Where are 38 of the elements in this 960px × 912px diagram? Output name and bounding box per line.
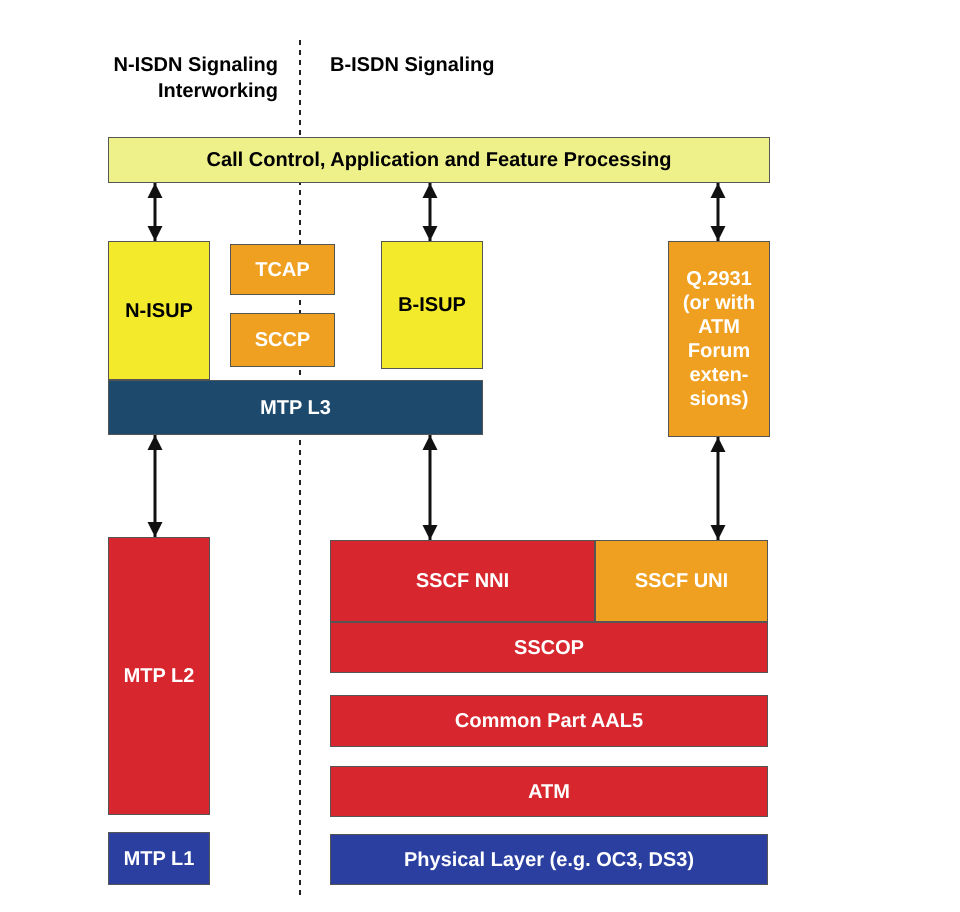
- box-label: N-ISUP: [124, 298, 194, 324]
- layer-bar: [108, 380, 483, 435]
- protocol-box: [595, 540, 768, 622]
- column-heading: N-ISDN Signaling Interworking: [112, 53, 278, 104]
- protocol-box: [230, 313, 335, 367]
- double-arrow: [710, 437, 726, 540]
- box-label: B-ISUP: [397, 293, 467, 318]
- box-label: MTP L2: [122, 664, 196, 689]
- double-arrow: [148, 435, 162, 537]
- double-arrow: [422, 435, 438, 540]
- layer-bar: [330, 834, 768, 885]
- double-arrow: [710, 183, 726, 241]
- protocol-box: [330, 540, 595, 622]
- protocol-box: [668, 241, 770, 437]
- box-label: Q.2931 (or with ATM Forum exten- sions): [682, 267, 756, 412]
- protocol-box: [108, 537, 210, 815]
- protocol-box: [381, 241, 483, 369]
- protocol-box: [230, 244, 335, 295]
- layer-bar: [108, 137, 770, 183]
- column-heading: B-ISDN Signaling: [330, 53, 496, 78]
- box-label: MTP L1: [122, 846, 196, 872]
- layer-bar: [330, 622, 768, 673]
- layer-bar: [330, 695, 768, 747]
- box-label: Call Control, Application and Feature Processing: [206, 148, 672, 173]
- box-label: SSCF NNI: [414, 569, 510, 594]
- box-label: SSCF UNI: [634, 569, 730, 594]
- box-label: Physical Layer (e.g. OC3, DS3): [402, 848, 696, 872]
- layer-bar: [330, 766, 768, 817]
- double-arrow: [422, 183, 438, 241]
- double-arrow: [148, 183, 162, 241]
- box-label: Common Part AAL5: [454, 709, 644, 734]
- layer-bar: [108, 832, 210, 885]
- box-label: ATM: [527, 780, 571, 804]
- box-label: SCCP: [254, 328, 312, 353]
- protocol-box: [108, 241, 210, 380]
- box-label: TCAP: [254, 258, 311, 282]
- box-label: MTP L3: [259, 396, 332, 420]
- box-label: SSCOP: [512, 636, 586, 660]
